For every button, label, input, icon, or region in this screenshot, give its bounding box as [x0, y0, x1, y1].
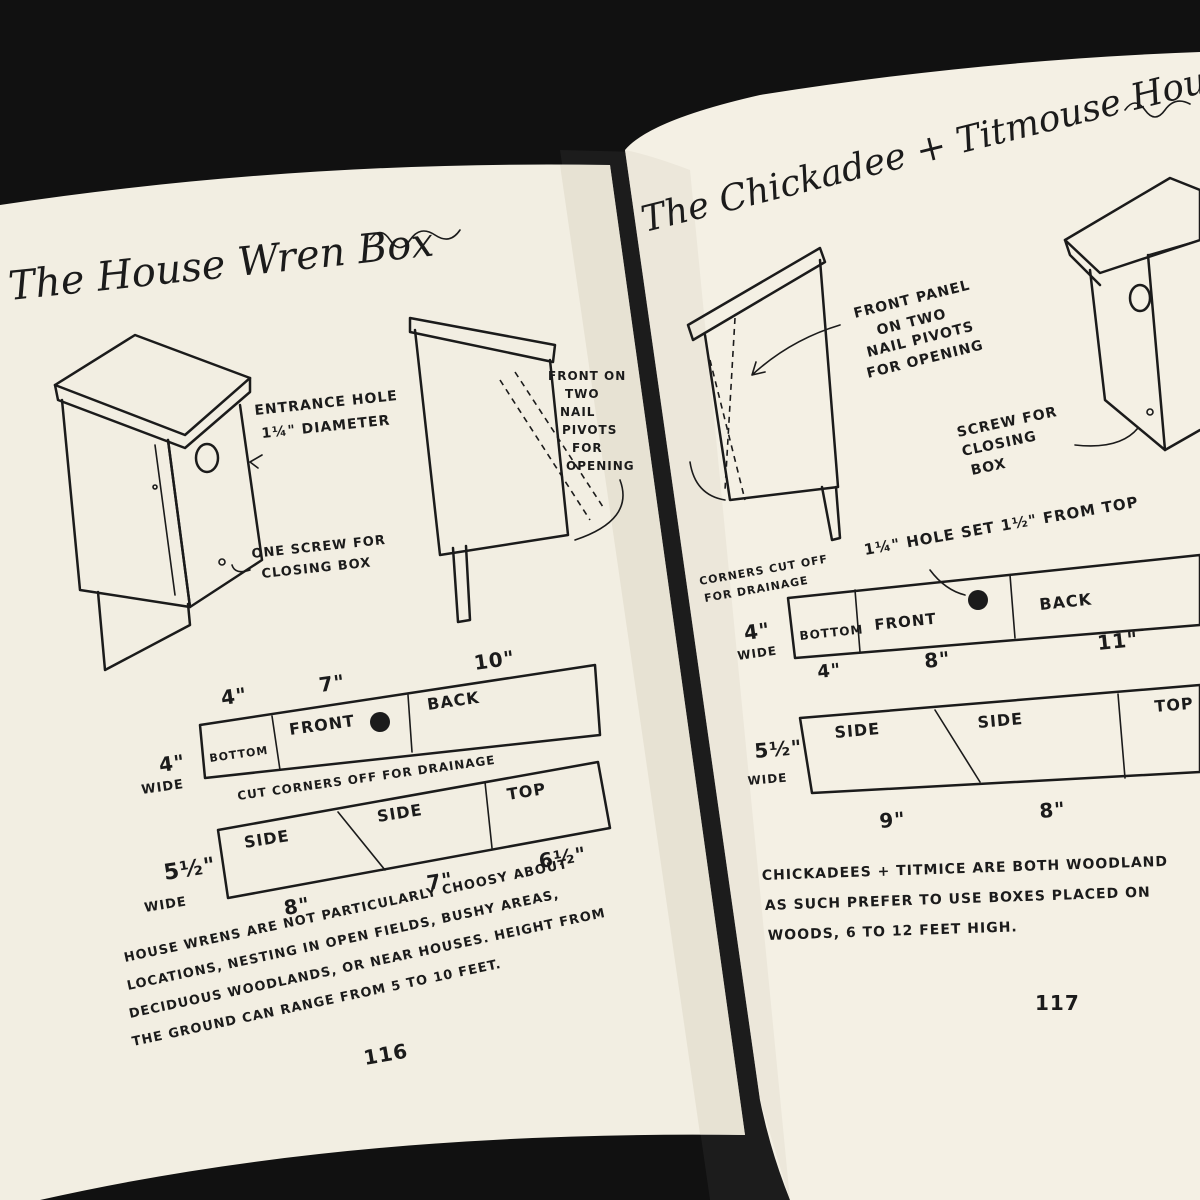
chickadee-wide-5half: 5½" — [753, 735, 803, 763]
wren-dim-7: 7" — [317, 670, 346, 697]
wren-wide-4: 4" — [157, 750, 186, 777]
left-title-flourish — [369, 229, 461, 249]
wren-box-drawing — [53, 333, 264, 672]
entrance-arrow-icon — [249, 454, 263, 469]
chickadee-side-b: SIDE — [977, 709, 1024, 732]
chickadee-dim-8b: 8" — [1038, 797, 1066, 823]
wren-board-2 — [216, 760, 612, 900]
wren-dim-4: 4" — [219, 683, 248, 710]
chickadee-bottom-label: BOTTOM — [799, 622, 864, 643]
wren-side-drawing — [408, 316, 624, 624]
chickadee-dim-8: 8" — [923, 646, 952, 673]
chickadee-board-1 — [786, 553, 1200, 660]
box-label: BOX — [970, 456, 1008, 479]
chickadee-side-drawing — [686, 246, 842, 542]
screw-arrow-right-icon — [1074, 427, 1139, 447]
wren-dim-8: 8" — [282, 892, 312, 920]
chickadee-front-drawing — [1063, 176, 1200, 452]
front-on-label: FRONT ON — [548, 369, 626, 383]
wren-dim-7b: 7" — [425, 867, 455, 895]
chickadee-dim-9: 9" — [878, 807, 906, 833]
front-panel-arrow-icon — [751, 324, 841, 376]
chickadee-wide-4: 4" — [742, 618, 771, 645]
chickadee-wide2-label: WIDE — [747, 771, 788, 788]
chickadee-dim-11: 11" — [1096, 627, 1140, 655]
wren-wide2-label: WIDE — [143, 894, 188, 916]
left-page — [0, 164, 745, 1200]
wren-board-1 — [198, 663, 602, 780]
chickadee-board-2 — [798, 683, 1200, 795]
nail-label: NAIL — [560, 405, 595, 419]
wren-wide-label: WIDE — [140, 777, 185, 798]
right-title-flourish — [1124, 100, 1191, 118]
right-page-number: 117 — [1035, 991, 1080, 1015]
chickadee-top-label: TOP — [1154, 694, 1195, 716]
pivots-label: PIVOTS — [562, 423, 617, 437]
for-label: FOR — [572, 441, 603, 455]
wren-dim-10: 10" — [472, 645, 516, 675]
opening-label: OPENING — [566, 459, 635, 473]
chickadee-dim-4: 4" — [816, 660, 842, 683]
right-page — [625, 52, 1200, 1200]
chickadee-side-a: SIDE — [834, 719, 881, 742]
chickadee-wide-label: WIDE — [736, 644, 777, 663]
two-label: TWO — [565, 387, 600, 401]
screw-arrow-icon — [231, 564, 251, 573]
